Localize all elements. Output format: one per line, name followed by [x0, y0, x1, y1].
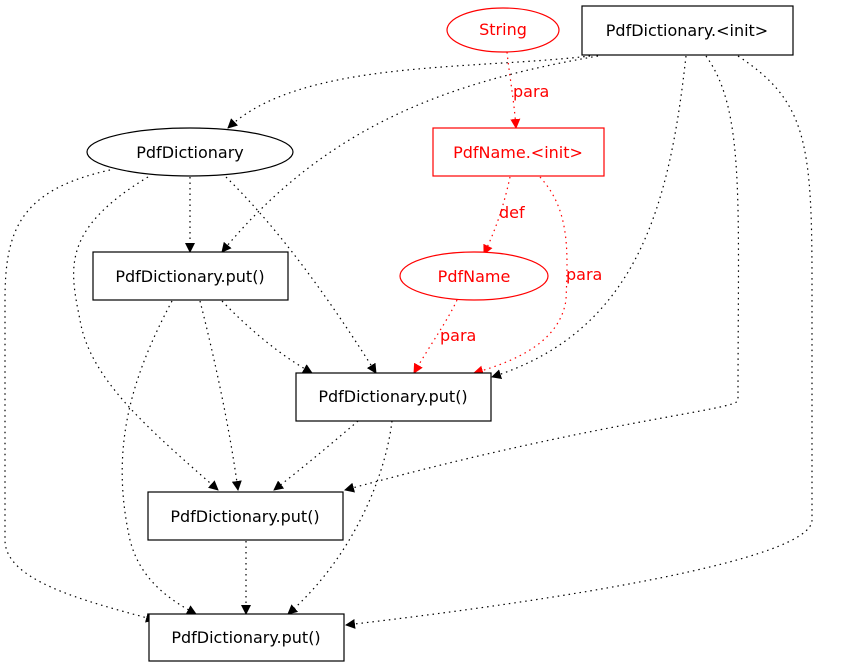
edge-init-to-put2 [491, 55, 687, 380]
edge-dict-to-put3 [73, 176, 219, 491]
node-pdfdictionary-init-label: PdfDictionary.<init> [606, 21, 768, 40]
edge-label-init-put2: recv [660, 203, 694, 222]
node-string-label: String [479, 20, 527, 39]
edge-dict-to-put4 [4, 169, 156, 623]
node-put-3[interactable]: PdfDictionary.put() [147, 491, 344, 541]
nodes: String PdfDictionary.<init> PdfDictionar… [86, 5, 794, 662]
node-pdfname-label: PdfName [438, 267, 511, 286]
node-pdfdictionary-init[interactable]: PdfDictionary.<init> [581, 5, 794, 56]
edge-label-nameinit-name: def [499, 203, 525, 222]
node-pdfdictionary[interactable]: PdfDictionary [86, 127, 294, 177]
node-pdfname[interactable]: PdfName [399, 251, 549, 301]
edge-label-init-dict: def [320, 82, 346, 101]
edge-label-name-put2: para [440, 326, 476, 345]
edge-label-put1-put2: order [268, 326, 311, 345]
edge-init-to-put4 [345, 55, 813, 629]
edge-label-init-put4: recv [812, 326, 846, 345]
edge-label-put1-put4: order [126, 446, 169, 465]
edge-init-to-dict [227, 55, 591, 129]
node-put-2[interactable]: PdfDictionary.put() [295, 372, 492, 422]
edge-put1-to-put2 [221, 300, 313, 374]
node-put-4-label: PdfDictionary.put() [171, 628, 320, 647]
edge-label-dict-put2: recv [338, 266, 372, 285]
edge-label-init-put3: recv [735, 265, 769, 284]
edge-label-nameinit-put2: para [566, 265, 602, 284]
edge-label-put1-put3: order [224, 386, 267, 405]
edge-put2-to-put3 [273, 420, 359, 491]
node-put-2-label: PdfDictionary.put() [318, 387, 467, 406]
edge-put2-to-put4 [287, 420, 393, 615]
node-put-4[interactable]: PdfDictionary.put() [148, 613, 345, 662]
edge-label-dict-put1: recv [192, 203, 226, 222]
node-put-1[interactable]: PdfDictionary.put() [92, 251, 289, 301]
edge-label-dict-put4: recv [4, 386, 38, 405]
node-string[interactable]: String [446, 7, 560, 53]
edge-put1-to-put3 [199, 300, 242, 491]
node-put-1-label: PdfDictionary.put() [115, 267, 264, 286]
edge-name-to-put2 [413, 299, 458, 374]
node-pdfdictionary-label: PdfDictionary [136, 143, 244, 162]
edge-dict-to-put2 [225, 176, 377, 374]
edge-label-put3-put4: order [248, 566, 291, 585]
edge-label-dict-put3: recv [103, 326, 137, 345]
edges: def recv recv recv recv para def para pa… [4, 51, 846, 629]
edge-label-string-nameinit: para [513, 82, 549, 101]
node-pdfname-init-label: PdfName.<init> [453, 143, 583, 162]
edge-nameinit-to-name [483, 176, 511, 255]
edge-label-put2-put4: order [377, 506, 420, 525]
edge-label-init-put1: recv [382, 143, 416, 162]
edge-label-put2-put3: order [325, 446, 368, 465]
node-put-3-label: PdfDictionary.put() [170, 507, 319, 526]
edge-put1-to-put4 [121, 300, 197, 615]
node-pdfname-init[interactable]: PdfName.<init> [432, 127, 605, 177]
